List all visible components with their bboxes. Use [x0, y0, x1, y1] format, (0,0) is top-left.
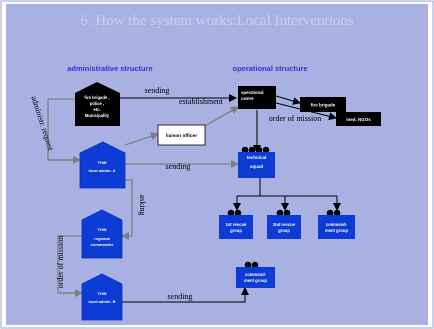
node-fire-brigade: fire brigade [300, 97, 346, 112]
node-thw-regional-line1: THW [97, 227, 106, 232]
node-rescue-group-2: 2nd rescue group [267, 209, 301, 239]
node-operational-centre-line2: centre [241, 96, 254, 101]
node-fire-brigade-police: fire brigade , police , etc. Municipalit… [75, 82, 120, 126]
label-sending-top: sending [145, 86, 170, 95]
node-fire-brigade-police-line4: Municipality [85, 113, 110, 118]
node-rescue-group-1-line1: 1st rescue [226, 222, 247, 227]
node-liaison-officer: liaison officer [157, 124, 206, 146]
node-med-ngos: med. NGOs [336, 112, 381, 126]
node-med-ngos-label: med. NGOs [346, 117, 371, 122]
node-fire-brigade-police-line3: etc. [93, 107, 100, 112]
node-command-group-top-line2: ment group [325, 228, 348, 233]
node-rescue-group-1-line2: group [230, 228, 242, 233]
heading-administrative-structure: administrative structure [67, 64, 152, 73]
node-operational-centre: operational centre [238, 86, 276, 109]
arrow-to-fire-brigade [275, 95, 301, 105]
slide-title: 6. How the system works:Local Interventi… [80, 13, 353, 29]
label-order-of-mission-left: order of mission [56, 236, 65, 288]
label-establishment: establishment [179, 97, 224, 106]
node-fire-brigade-police-line2: police , [90, 101, 104, 106]
node-thw-b-line2: local admin. B [88, 299, 115, 304]
node-thw-local-admin-b: THW local admin. B [81, 273, 123, 321]
node-operational-centre-line1: operational [241, 90, 264, 95]
node-technical-squad-line1: technical [247, 155, 267, 160]
label-sending-mid: sending [166, 162, 191, 171]
label-sending-bottom: sending [168, 292, 193, 301]
node-thw-regional-commander: THW regional commander [81, 209, 123, 259]
node-thw-local-admin-a: THW local admin. A [79, 141, 126, 189]
node-command-group-top-line1: command- [326, 222, 348, 227]
node-thw-a-line2: local admin. A [89, 168, 116, 173]
arrow-thw-to-liaison [124, 132, 159, 146]
node-rescue-group-2-line1: 2nd rescue [273, 222, 296, 227]
node-command-group-bottom: command- ment group [236, 261, 275, 288]
label-asking: asking [138, 195, 147, 216]
node-thw-a-line1: THW [97, 160, 106, 165]
node-command-group-top: command- ment group [318, 209, 355, 239]
node-technical-squad: technical squad [238, 146, 275, 178]
node-rescue-group-2-line2: group [278, 228, 290, 233]
node-fire-brigade-label: fire brigade [311, 103, 336, 108]
node-command-group-bottom-line2: ment group [244, 278, 267, 283]
node-thw-b-line1: THW [97, 291, 106, 296]
node-thw-regional-line3: commander [91, 242, 114, 247]
node-technical-squad-line2: squad [250, 164, 264, 169]
node-command-group-bottom-line1: command- [245, 272, 267, 277]
node-rescue-group-1: 1st rescue group [219, 209, 253, 239]
node-liaison-officer-label: liaison officer [166, 133, 197, 139]
node-thw-regional-line2: regional [94, 236, 110, 241]
node-fire-brigade-police-line1: fire brigade , [84, 95, 109, 100]
heading-operational-structure: operational structure [232, 64, 307, 73]
arrow-establishment [204, 106, 239, 127]
label-order-of-mission-right: order of mission [269, 114, 321, 123]
